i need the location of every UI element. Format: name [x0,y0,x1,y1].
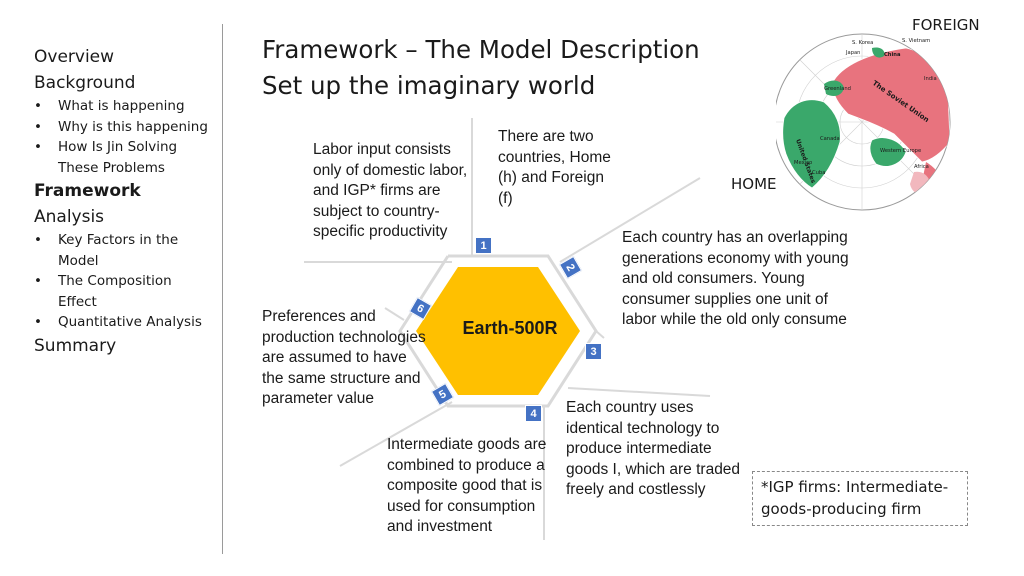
nav-item-why-is-this-happening[interactable]: Why is this happening [34,117,214,138]
step-badge-3: 3 [585,343,602,360]
center-label: Earth-500R [462,318,558,338]
map-label-india: India [924,76,937,82]
map-label-cuba: Cuba [812,170,825,176]
home-territory-europe [869,137,907,167]
home-label: HOME [731,175,777,193]
nav-background[interactable]: Background [34,73,136,93]
home-territory-japan [872,47,885,58]
nav-overview[interactable]: Overview [34,47,115,67]
map-label-greenland: Greenland [824,86,851,92]
map-label-africa: Africa [914,164,929,170]
map-label-s-vietnam: S. Vietnam [902,38,930,44]
nav-item-how-is-jin-solving[interactable]: How Is Jin Solving These Problems [34,137,214,178]
map-label-western-europe: Western Europe [880,148,921,154]
page-title: Framework – The Model Description Set up… [262,32,700,104]
footnote-box: *IGP firms: Intermediate-goods-producing… [752,471,968,526]
foreign-territory [832,47,950,163]
nav-item-what-is-happening[interactable]: What is happening [34,96,214,117]
item-text-4: Intermediate goods are combined to produ… [387,436,547,535]
sidebar-outline: Overview Background What is happening Wh… [34,44,214,359]
item-text-3: Each country uses identical technology t… [566,399,741,498]
nav-framework[interactable]: Framework [34,181,141,201]
item-text-5: Preferences and production technologies … [262,308,426,407]
sidebar-divider [222,24,223,554]
map-label-s-korea: S. Korea [852,40,873,46]
item-text-1: Labor input consists only of domestic la… [313,141,468,240]
map-label-japan: Japan [845,50,860,56]
home-territory-greenland [824,80,844,96]
world-globe-map: S. Korea S. Vietnam Japan China India Th… [776,33,951,211]
connector-lines [304,118,711,540]
map-label-canada: Canada [820,136,840,142]
nav-background-list: What is happening Why is this happening … [34,96,214,178]
home-territory-americas [782,99,841,189]
foreign-label: FOREIGN [912,16,980,34]
nav-item-quantitative-analysis[interactable]: Quantitative Analysis [34,312,214,333]
step-badge-4: 4 [525,405,542,422]
title-line-1: Framework – The Model Description [262,35,700,64]
map-label-china: China [884,52,901,58]
item-text-6: There are two countries, Home (h) and Fo… [498,128,611,207]
hexagon-outline [398,254,598,408]
nav-analysis-list: Key Factors in the Model The Composition… [34,230,214,333]
nav-item-composition-effect[interactable]: The Composition Effect [34,271,214,312]
nav-summary[interactable]: Summary [34,335,117,356]
center-hexagon [416,267,580,395]
title-line-2: Set up the imaginary world [262,71,596,100]
item-text-2: Each country has an overlapping generati… [622,229,849,328]
nav-analysis[interactable]: Analysis [34,207,105,227]
map-label-mexico: Mexico [794,160,812,166]
step-badge-1: 1 [475,237,492,254]
nav-item-key-factors[interactable]: Key Factors in the Model [34,230,214,271]
